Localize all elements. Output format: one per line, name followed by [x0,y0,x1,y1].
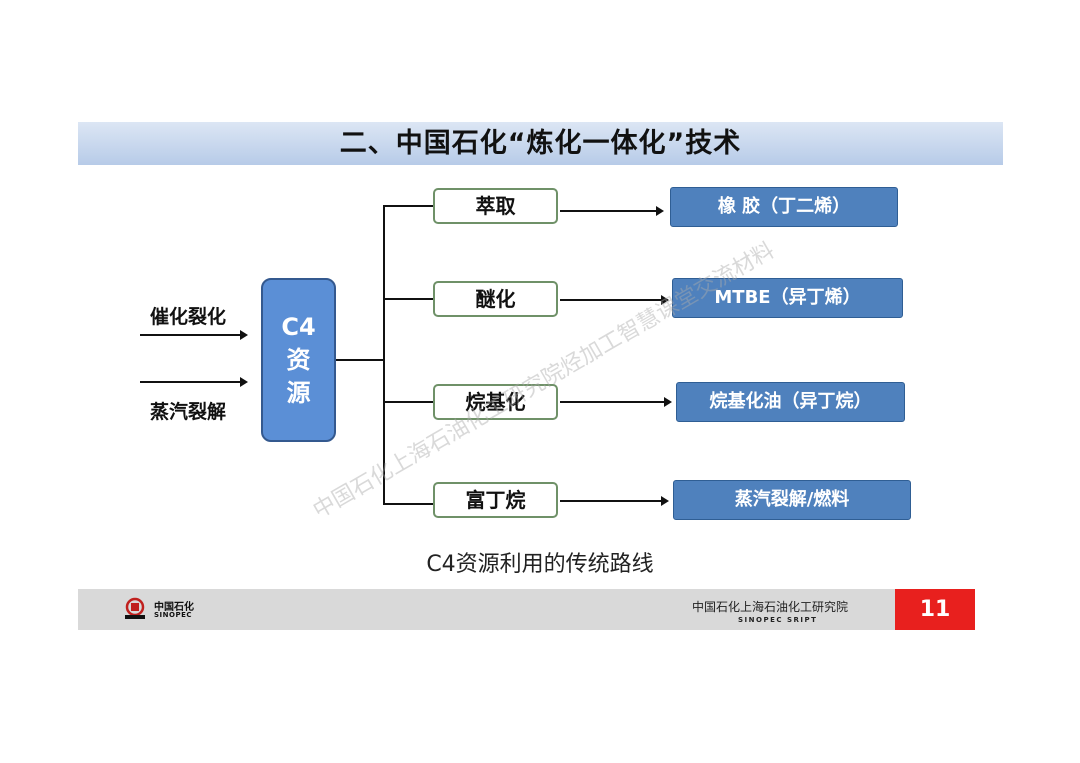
product-arrow-2 [560,295,669,305]
process-box-butane-rich: 富丁烷 [433,482,558,518]
slide-title: 二、中国石化“炼化一体化”技术 [339,128,742,159]
c4-label: C4 [281,312,316,341]
c4-resource-box: C4 资 源 [261,278,336,442]
connector-main [336,359,384,361]
source-arrow-1 [140,330,248,340]
product-box-alkylate: 烷基化油（异丁烷） [676,382,905,422]
connector-branch-4 [383,503,433,505]
connector-trunk [383,205,385,505]
source-label-catalytic-cracking: 催化裂化 [150,306,227,328]
product-box-mtbe: MTBE（异丁烯） [672,278,903,318]
diagram-caption: C4资源利用的传统路线 [426,552,654,577]
page-number: 11 [919,597,951,622]
logo-text-cn: 中国石化 [154,602,194,613]
org-name-en: SINOPEC SRIPT [738,616,818,624]
page-number-badge: 11 [895,589,975,630]
product-arrow-1 [560,206,664,216]
c4-label-zi: 资 [286,345,311,374]
product-arrow-3 [560,397,672,407]
footer-bar: 中国石化 SINOPEC 中国石化上海石油化工研究院 SINOPEC SRIPT… [78,589,975,630]
product-box-steam-fuel: 蒸汽裂解/燃料 [673,480,911,520]
product-box-butadiene: 橡 胶（丁二烯） [670,187,898,227]
connector-branch-2 [383,298,433,300]
c4-label-yuan: 源 [286,378,311,407]
process-box-alkylation: 烷基化 [433,384,558,420]
product-arrow-4 [560,496,669,506]
title-bar: 二、中国石化“炼化一体化”技术 [78,122,1003,165]
connector-branch-1 [383,205,433,207]
source-arrow-2 [140,377,248,387]
process-box-extraction: 萃取 [433,188,558,224]
source-label-steam-cracking: 蒸汽裂解 [150,401,227,423]
process-box-etherification: 醚化 [433,281,558,317]
org-name-cn: 中国石化上海石油化工研究院 [692,600,849,614]
connector-branch-3 [383,401,433,403]
sinopec-logo-icon [125,597,145,619]
logo-text-en: SINOPEC [154,611,193,619]
